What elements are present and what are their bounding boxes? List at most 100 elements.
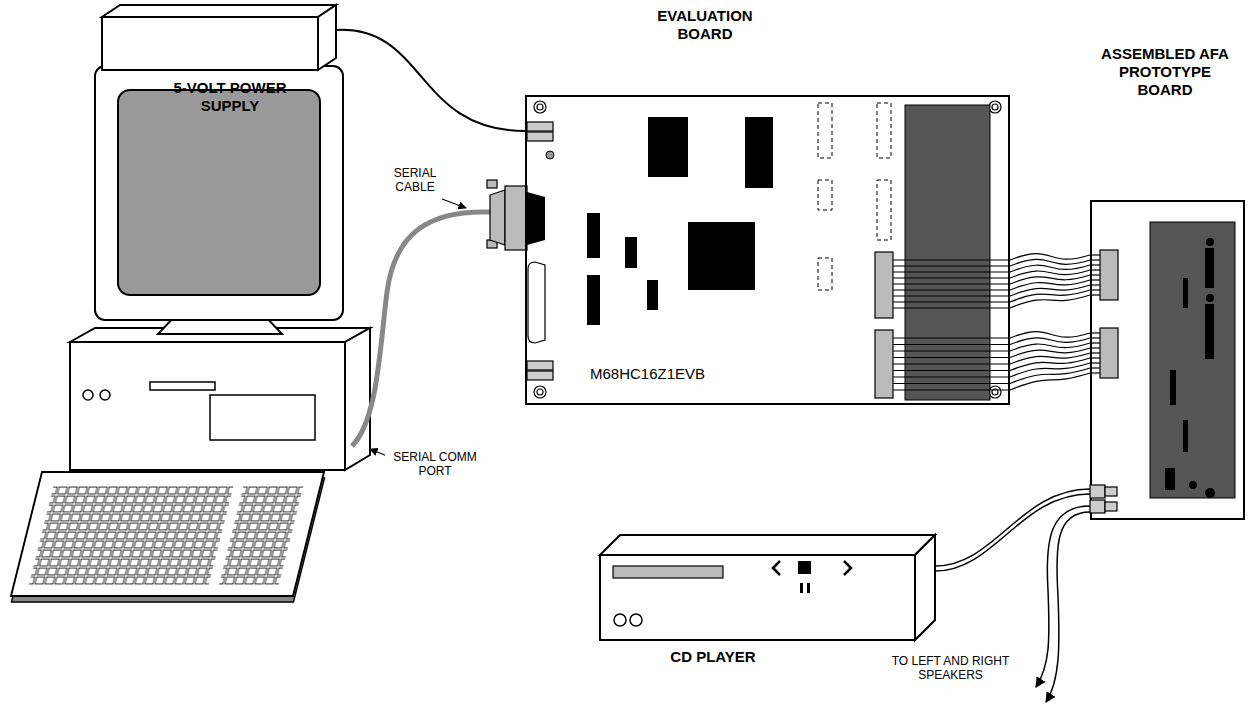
power-supply-outline-rect [102,17,318,70]
evaluation-board-outline-g-rect [877,103,891,158]
cd-player-outline-circle [630,614,642,626]
cd-player-outline [598,533,938,643]
cable [935,489,1090,571]
cable-wire [1010,368,1090,384]
evaluation-board-outline-g-path [893,259,1010,260]
cd-player-outline-polyline [773,561,780,575]
afa-prototype-board-outline-g-path [1090,254,1100,255]
node-heading: ASSEMBLED AFA PROTOTYPE BOARD [1095,45,1235,99]
cd-player-outline-rect [613,566,723,578]
afa-prototype-board-outline-g-rect [1165,468,1175,490]
evaluation-board-outline-circle [546,151,554,159]
cable-wire [1010,343,1090,351]
afa-prototype-board-outline-g-rect [1183,420,1188,452]
keyboard-rect [29,486,234,585]
node-heading: 5-VOLT POWER SUPPLY [155,79,305,115]
serial-cable [352,212,490,446]
afa-prototype-board-outline-g-path [1090,289,1100,290]
evaluation-board-outline-g-circle [537,104,543,110]
speaker-label: TO LEFT AND RIGHT SPEAKERS [878,654,1023,683]
afa-prototype-board-outline-g-circle [1205,488,1215,498]
node-heading: EVALUATION BOARD [645,7,765,43]
cd-player-outline-polygon [915,535,935,640]
computer-rect [95,66,343,320]
afa-prototype-board-outline-g-circle [1206,238,1214,246]
afa-prototype-board-outline-g-path [1090,337,1100,338]
afa-prototype-board-outline-g-path [1090,342,1100,343]
evaluation-board-outline-g-path [893,301,1010,302]
computer-rect [118,90,320,295]
afa-prototype-board-outline-g-rect [1100,328,1118,378]
evaluation-board-outline-g-path [893,337,1010,338]
afa-prototype-board-outline-g-path [1090,284,1100,285]
computer-rect [70,342,345,470]
afa-prototype-board-outline-g [1100,250,1118,378]
afa-prototype-board: ASSEMBLED AFA PROTOTYPE BOARD [1090,200,1245,520]
ribbon-cable [1010,332,1090,390]
evaluation-board-outline-rect [905,105,990,400]
afa-prototype-board-outline-g [1090,485,1117,513]
evaluation-board-outline-g-path [893,295,1010,296]
afa-prototype-board-outline-g-rect [1105,502,1117,511]
evaluation-board-outline-rect [526,96,1009,404]
afa-prototype-board-outline-g-rect [1205,304,1214,359]
cd-player-outline-circle [614,614,626,626]
evaluation-board-outline-g-circle [534,386,546,398]
keyboard-rect [11,472,324,596]
keyboard-rect [12,478,325,602]
evaluation-board-outline-g-path [893,363,1010,364]
evaluation-board-outline-g [527,122,553,380]
evaluation-board-outline-g-path [893,357,1010,358]
afa-prototype-board-outline-g-path [1090,352,1100,353]
speaker-wires [1036,506,1090,702]
cd-player-outline-rect [600,555,915,640]
serial-connector-rect [505,186,527,250]
evaluation-board-outline-g-rect [648,117,688,177]
evaluation-board-outline [525,95,1010,405]
cd-player-outline-rect [800,583,803,593]
evaluation-board-outline-g-rect [818,103,832,158]
evaluation-board-outline-g-path [893,389,1010,390]
evaluation-board-outline-g-path [893,307,1010,308]
keyboard [10,472,327,602]
node-text: M68HC16Z1EVB [590,365,750,383]
afa-prototype-board-outline-g-rect [1183,278,1188,308]
evaluation-board-outline-g-path [893,344,1010,345]
computer [10,66,371,602]
cable-wire [1010,265,1090,272]
evaluation-board-outline-g [587,117,773,325]
speaker-wires-path [1036,506,1090,687]
evaluation-board-outline-g-circle [992,104,998,110]
cable-wire [336,30,525,131]
speaker-wires-path [1046,512,1090,702]
cable-wire [1010,259,1090,266]
afa-prototype-board-outline-g [1165,238,1215,498]
evaluation-board-outline-g-rect [527,371,553,380]
cd-player-outline-polyline [844,561,851,575]
computer-circle [83,390,93,400]
evaluation-board-outline-g [875,252,893,398]
evaluation-board-outline-g-path [893,271,1010,272]
serial-connector-path [528,262,545,343]
evaluation-board-outline-g-path [893,383,1010,384]
evaluation-board-outline-g-rect [818,258,832,290]
evaluation-board-outline-g-rect [818,180,832,210]
cable [336,30,525,131]
afa-prototype-board-outline-g-path [1090,269,1100,270]
evaluation-board-outline-g-circle [534,101,546,113]
power-supply-outline [100,3,338,73]
cd-player-outline-rect [807,583,810,593]
node-heading: CD PLAYER [653,648,773,666]
cable-wire [935,494,1090,571]
afa-prototype-board-outline-g-path [1090,372,1100,373]
afa-prototype-board-outline-g-path [1090,264,1100,265]
evaluation-board-outline-g [893,260,1010,390]
ribbon-cable [1010,254,1090,308]
afa-prototype-board-outline-g-rect [1205,248,1214,288]
evaluation-board-outline-g-circle [989,101,1001,113]
cable-label: SERIAL CABLE [380,166,450,195]
evaluation-board-outline-g-rect [625,237,637,268]
evaluation-board-outline-g-rect [587,275,600,325]
cable-wire [935,489,1090,566]
